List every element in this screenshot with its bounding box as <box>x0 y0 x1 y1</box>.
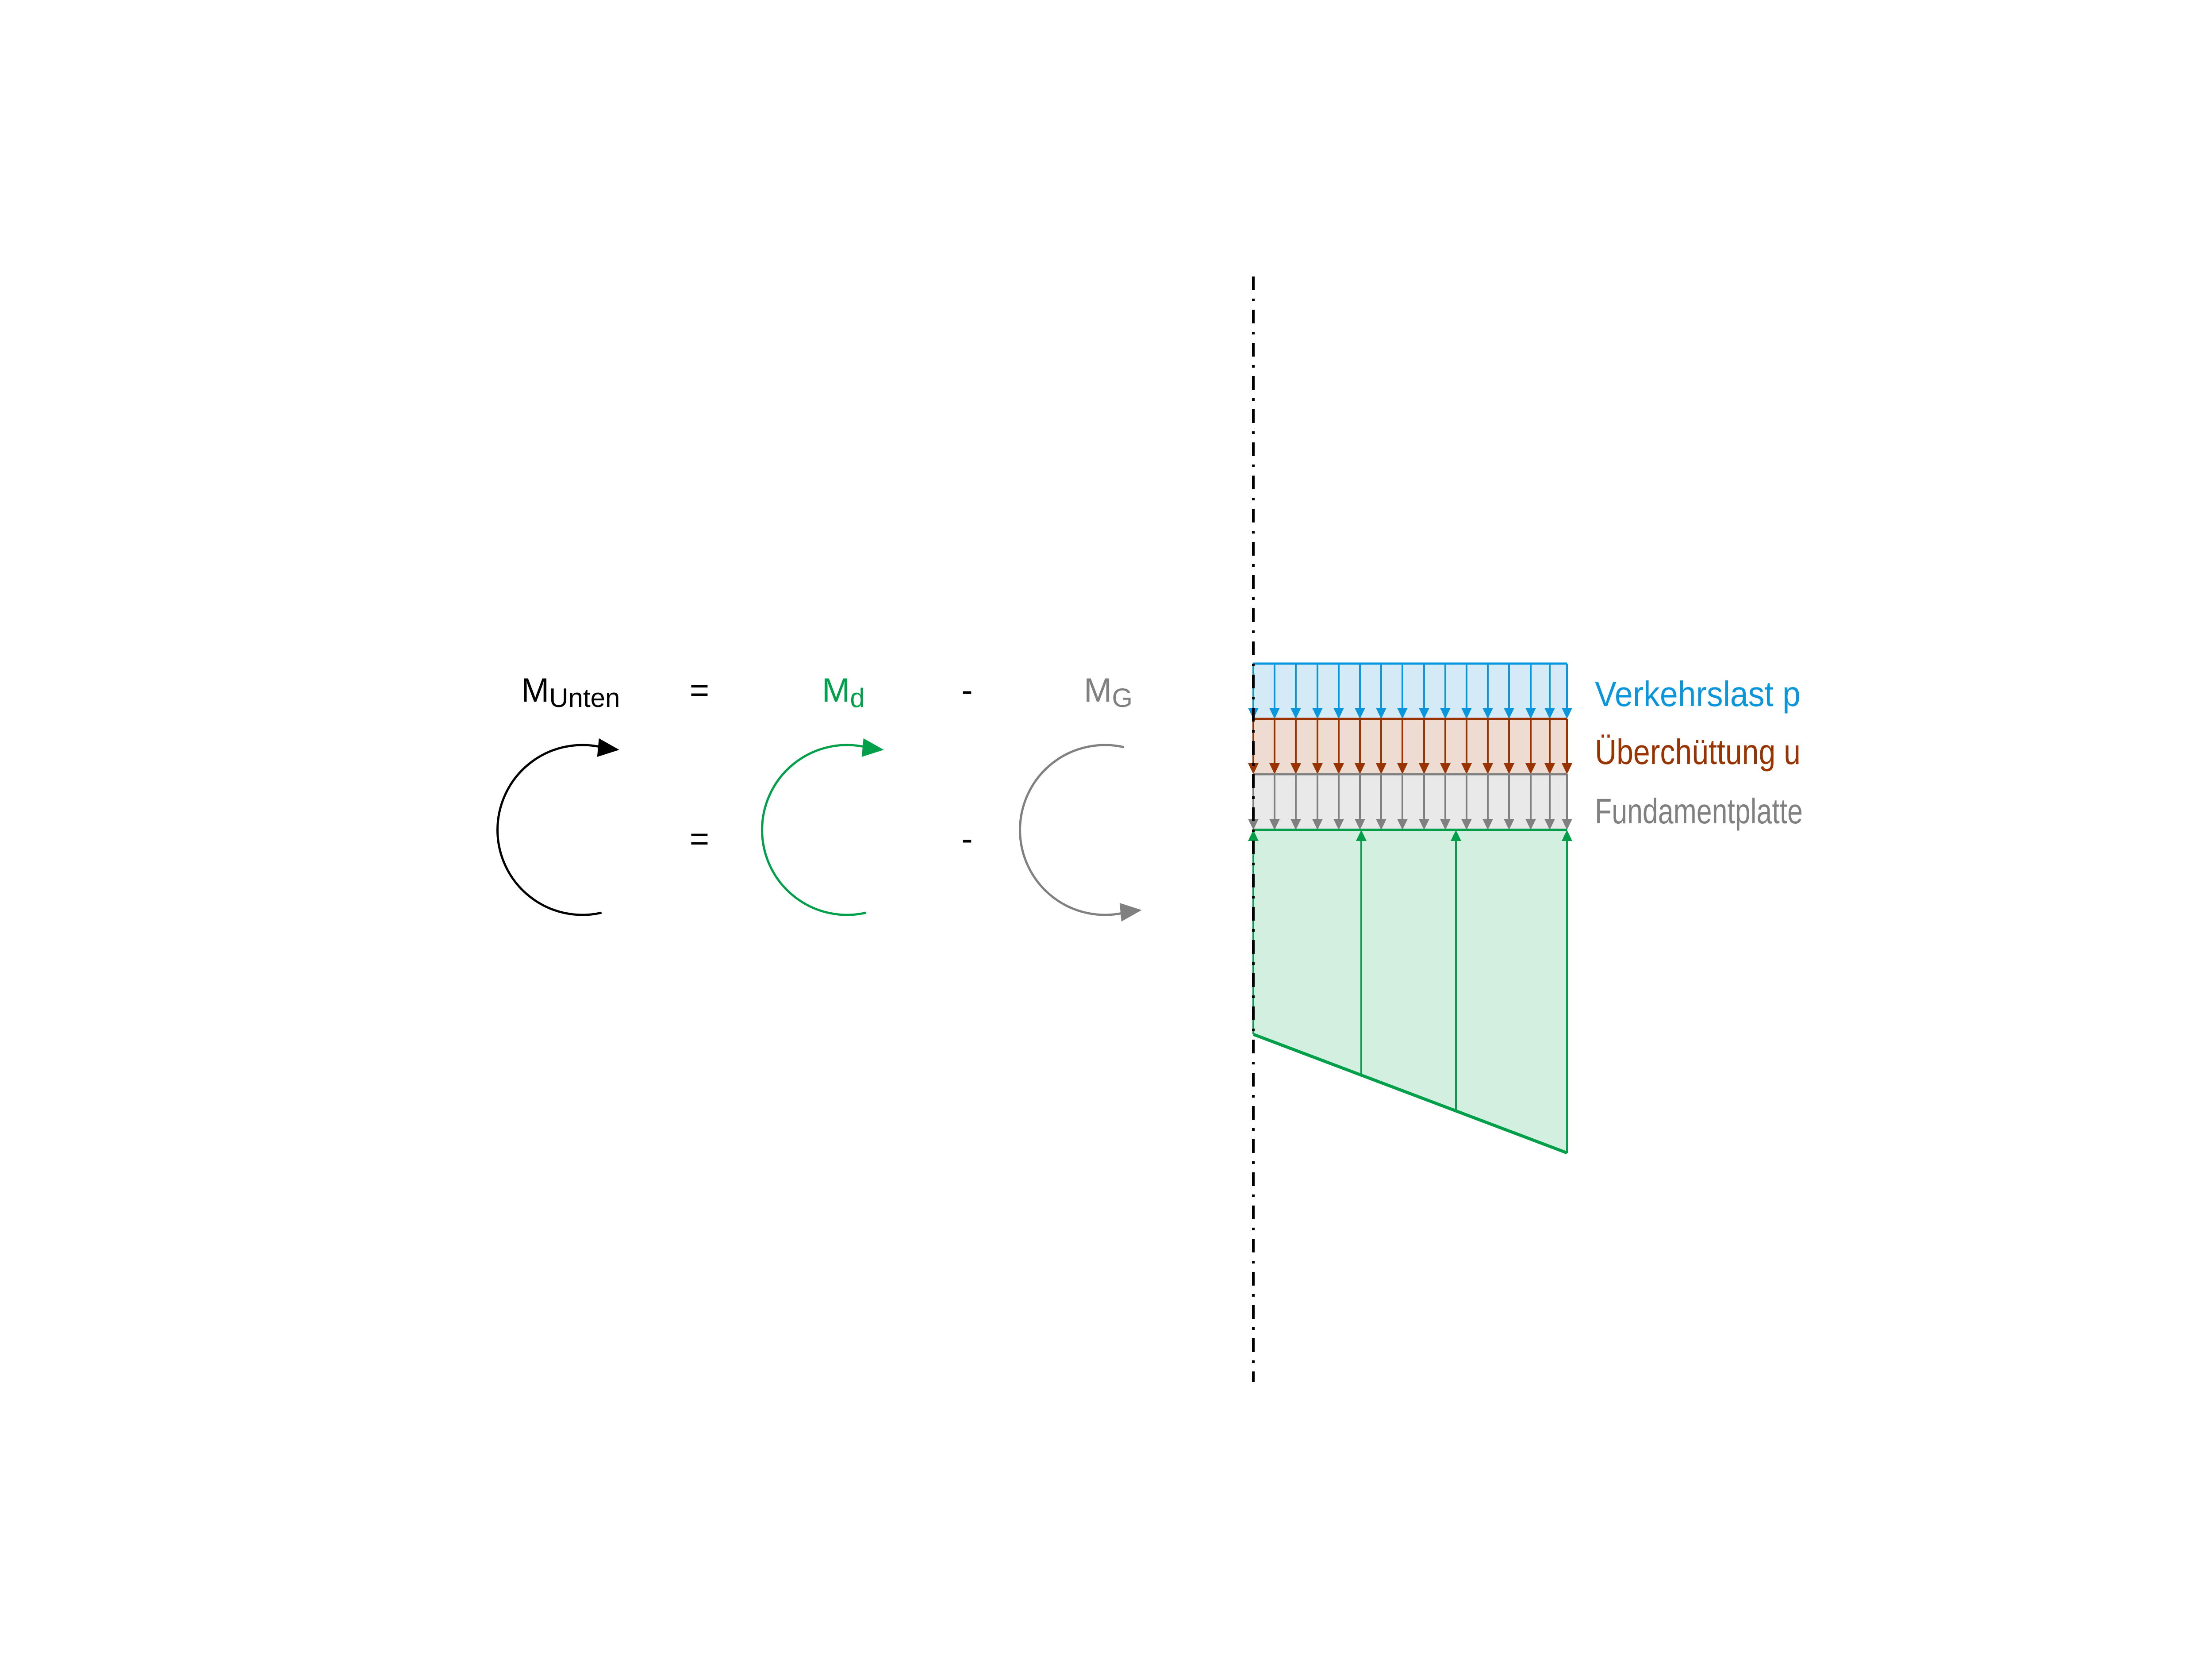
moment-arc-line <box>1019 744 1125 916</box>
up-arrow-icon <box>1562 830 1572 841</box>
soil-pressure-slope-line <box>1252 1033 1568 1155</box>
arrowhead-icon <box>597 738 619 757</box>
m-g-main: M <box>1084 672 1112 709</box>
minus-sign-top: - <box>961 672 972 709</box>
down-arrow-icon <box>1397 708 1408 719</box>
down-arrow-icon <box>1504 763 1514 774</box>
down-arrow-icon <box>1504 708 1514 719</box>
label-ueberschuettung: Überchüttung u <box>1595 732 1801 772</box>
load-band-verkehrslast <box>1248 662 1572 719</box>
down-arrow-icon <box>1461 708 1472 719</box>
m-unten-arc <box>496 738 619 916</box>
m-d-arc <box>761 738 884 916</box>
down-arrow-icon <box>1333 763 1344 774</box>
m-unten-label: MUnten <box>521 672 620 713</box>
up-arrow-icon <box>1451 830 1461 841</box>
down-arrow-icon <box>1355 819 1365 830</box>
down-arrow-icon <box>1544 819 1555 830</box>
down-arrow-icon <box>1525 819 1536 830</box>
down-arrow-icon <box>1290 819 1301 830</box>
m-unten-subscript: Unten <box>549 683 620 713</box>
arrowhead-icon <box>1119 903 1142 922</box>
m-unten-main: M <box>521 672 549 709</box>
soil-pressure-fill <box>1253 830 1567 1153</box>
load-diagram <box>1248 662 1572 1155</box>
load-band-fundamentplatte <box>1248 773 1572 830</box>
down-arrow-icon <box>1355 708 1365 719</box>
load-labels: Verkehrslast p Überchüttung u Fundamentp… <box>1595 674 1803 831</box>
down-arrow-icon <box>1419 819 1429 830</box>
down-arrow-icon <box>1376 763 1386 774</box>
down-arrow-icon <box>1461 763 1472 774</box>
down-arrow-icon <box>1544 708 1555 719</box>
down-arrow-icon <box>1312 708 1323 719</box>
down-arrow-icon <box>1397 763 1408 774</box>
down-arrow-icon <box>1333 708 1344 719</box>
down-arrow-icon <box>1562 708 1572 719</box>
down-arrow-icon <box>1482 763 1493 774</box>
moment-arrows <box>496 738 1142 922</box>
down-arrow-icon <box>1525 763 1536 774</box>
soil-pressure-diagram <box>1248 829 1572 1155</box>
arrowhead-icon <box>861 738 884 757</box>
minus-sign-bottom: - <box>961 820 972 858</box>
down-arrow-icon <box>1376 819 1386 830</box>
down-arrow-icon <box>1269 819 1280 830</box>
down-arrow-icon <box>1504 819 1514 830</box>
down-arrow-icon <box>1248 763 1259 774</box>
down-arrow-icon <box>1397 819 1408 830</box>
equals-sign-bottom: = <box>690 820 709 858</box>
m-g-subscript: G <box>1112 683 1133 713</box>
down-arrow-icon <box>1440 819 1451 830</box>
load-band-fill <box>1253 719 1567 774</box>
down-arrow-icon <box>1419 708 1429 719</box>
up-arrow-icon <box>1248 830 1259 841</box>
equation-row-arcs: = - <box>690 820 973 858</box>
load-band-fill <box>1253 774 1567 830</box>
load-band-ueberschuettung <box>1248 718 1572 774</box>
down-arrow-icon <box>1544 763 1555 774</box>
down-arrow-icon <box>1376 708 1386 719</box>
down-arrow-icon <box>1290 763 1301 774</box>
down-arrow-icon <box>1312 763 1323 774</box>
moment-arc-line <box>761 744 867 916</box>
load-band-fill <box>1253 664 1567 719</box>
down-arrow-icon <box>1440 708 1451 719</box>
down-arrow-icon <box>1482 708 1493 719</box>
down-arrow-icon <box>1333 819 1344 830</box>
label-fundamentplatte: Fundamentplatte <box>1595 791 1803 831</box>
equation-row-labels: MUnten = Md - MG <box>521 672 1133 713</box>
down-arrow-icon <box>1562 819 1572 830</box>
up-arrow-icon <box>1356 830 1367 841</box>
down-arrow-icon <box>1248 819 1259 830</box>
down-arrow-icon <box>1290 708 1301 719</box>
m-d-subscript: d <box>850 683 864 713</box>
down-arrow-icon <box>1562 763 1572 774</box>
down-arrow-icon <box>1312 819 1323 830</box>
m-g-arc <box>1019 744 1142 922</box>
m-d-label: Md <box>822 672 865 713</box>
down-arrow-icon <box>1419 763 1429 774</box>
down-arrow-icon <box>1269 708 1280 719</box>
equals-sign-top: = <box>690 672 709 709</box>
down-arrow-icon <box>1440 763 1451 774</box>
m-g-label: MG <box>1084 672 1133 713</box>
down-arrow-icon <box>1355 763 1365 774</box>
down-arrow-icon <box>1269 763 1280 774</box>
down-arrow-icon <box>1461 819 1472 830</box>
label-verkehrslast: Verkehrslast p <box>1595 674 1801 714</box>
down-arrow-icon <box>1482 819 1493 830</box>
down-arrow-icon <box>1525 708 1536 719</box>
m-d-main: M <box>822 672 850 709</box>
moment-arc-line <box>496 744 602 916</box>
